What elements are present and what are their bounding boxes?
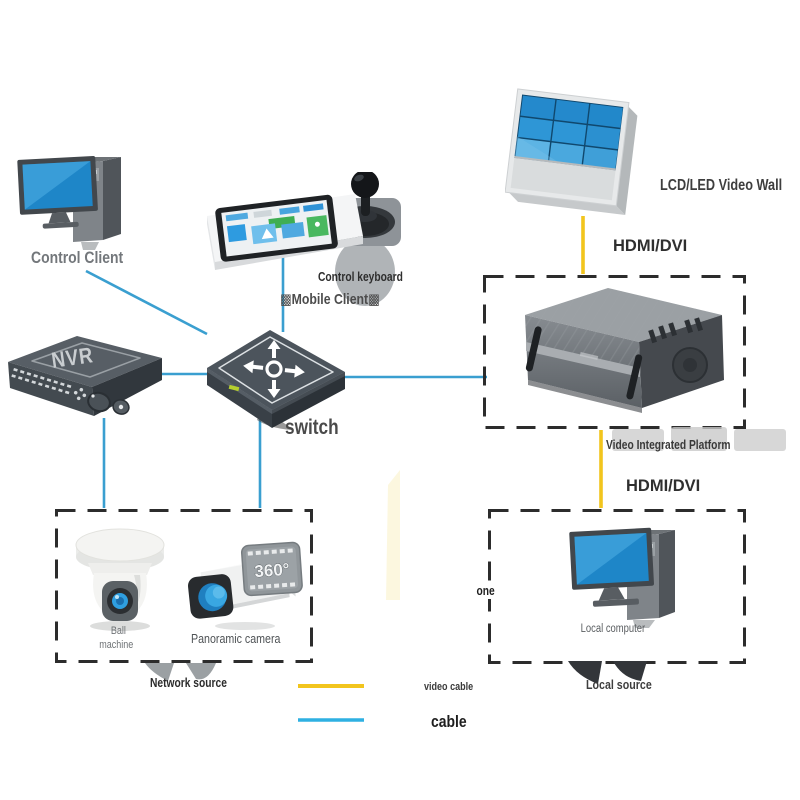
server-logo	[579, 352, 599, 360]
mobile-client-label: ▩Mobile Client▩	[280, 291, 380, 308]
video-platform-box	[483, 275, 746, 429]
ball-machine-label-line1: Ball	[110, 625, 126, 637]
local-source-label: Local source	[586, 677, 652, 692]
video-wall-illustration	[505, 88, 638, 215]
network-source-label: Network source	[150, 676, 227, 690]
watermark-blob-3	[734, 429, 786, 451]
server-front-hatch	[525, 315, 640, 372]
film-sprockets	[247, 548, 296, 590]
ball-machine-lens	[102, 581, 138, 621]
switch-led	[228, 384, 240, 392]
touchscreen	[215, 194, 338, 262]
server-side-vents	[648, 317, 704, 344]
local-box-smudge-1	[568, 661, 602, 684]
server-bottom-shade	[528, 380, 642, 413]
server-handle-right	[626, 354, 643, 400]
control-keyboard-illustration	[207, 172, 401, 306]
nvr-dpad	[73, 387, 87, 401]
video-wall-label: LCD/LED Video Wall	[660, 177, 783, 194]
local-box-smudge-2	[613, 661, 647, 681]
nvr-top-face	[8, 336, 162, 387]
network-source-box	[55, 509, 313, 663]
network-box-smudge-1	[145, 663, 174, 681]
nvr-buttons	[11, 368, 72, 395]
legend-video-cable-label: video cable	[424, 681, 474, 693]
hdmi-dvi-bottom-label: HDMI/DVI	[626, 477, 701, 495]
watermark-blob-2	[671, 427, 727, 451]
control-client-illustration	[17, 155, 121, 250]
panoramic-shadow	[215, 622, 275, 630]
monitor	[17, 155, 98, 229]
switch-top-outline	[218, 336, 334, 404]
yellow-smudge	[386, 470, 400, 600]
switch-front-left	[207, 368, 272, 428]
local-computer-label: Local computer	[580, 623, 646, 635]
legend-cable-label: cable	[431, 712, 467, 731]
video-platform-label: Video Integrated Platform	[606, 438, 731, 452]
panoramic-360-badge: 360°	[240, 541, 303, 597]
nvr-jog-dial	[87, 391, 130, 415]
hdmi-dvi-top-label: HDMI/DVI	[613, 237, 688, 255]
local-source-one-note: one	[474, 584, 498, 599]
ball-machine-shadow	[90, 621, 150, 631]
control-client-label: Control Client	[31, 248, 124, 267]
nvr-illustration	[8, 336, 162, 416]
switch-label: switch	[285, 416, 339, 439]
switch-edge-right	[272, 372, 345, 414]
badge-360-text: 360°	[254, 560, 291, 581]
network-box-smudge-2	[186, 663, 216, 680]
nvr-top-outline	[31, 342, 141, 378]
video-wall-body	[505, 88, 638, 215]
switch-illustration	[207, 330, 345, 430]
watermark-blob-1	[612, 429, 664, 451]
line-client-switch	[85, 269, 208, 336]
switch-top-face	[207, 330, 345, 410]
server-front-band	[526, 342, 640, 377]
panoramic-camera-illustration: 360°	[187, 541, 303, 630]
switch-front-right	[272, 372, 345, 428]
panoramic-camera-label: Panoramic camera	[191, 631, 281, 646]
control-keyboard-label: Control keyboard	[318, 270, 403, 284]
local-computer-illustration	[569, 527, 675, 628]
ball-machine-illustration	[75, 528, 165, 631]
video-platform-illustration	[525, 288, 724, 413]
nvr-front-face	[8, 362, 94, 416]
server-handle-left	[525, 326, 542, 372]
switch-arrows-icon	[243, 340, 305, 398]
keyboard-pedestal	[335, 238, 395, 306]
switch-edge-left	[207, 368, 272, 414]
server-fan-hub	[683, 358, 697, 372]
monitor	[569, 527, 654, 607]
ball-machine-label-line2: machine	[99, 639, 134, 651]
